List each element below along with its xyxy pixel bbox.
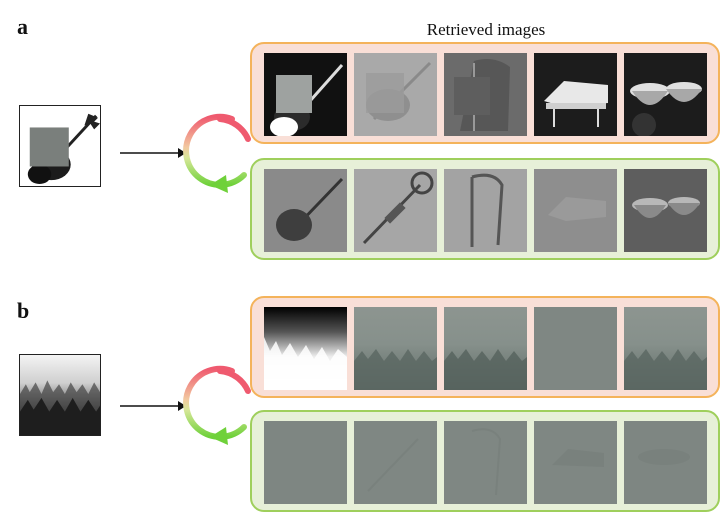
query-image-violin	[19, 105, 101, 187]
row-b-top	[250, 296, 720, 398]
thumb-gray-1	[264, 421, 347, 504]
thumb-blank-gray	[534, 307, 617, 390]
retrieved-images-header: Retrieved images	[426, 20, 546, 39]
thumb-forest-inverted	[264, 307, 347, 390]
thumb-forest-faded-3	[624, 307, 707, 390]
thumb-piano-dark	[534, 53, 617, 136]
thumb-timpani-gray	[624, 169, 707, 252]
query-image-forest	[19, 354, 101, 436]
cycle-icon-b	[183, 365, 251, 445]
cycle-icon-a	[183, 113, 251, 193]
panel-a-label: a	[17, 14, 28, 39]
arrow-b	[120, 401, 186, 411]
thumb-trumpet-gray	[354, 169, 437, 252]
row-b-bottom	[250, 410, 720, 512]
thumb-gray-4	[534, 421, 617, 504]
thumb-violin-faded	[354, 53, 437, 136]
thumb-violin-dark	[264, 53, 347, 136]
thumb-forest-faded-1	[354, 307, 437, 390]
thumb-piano-faint	[534, 169, 617, 252]
thumb-timpani-dark	[624, 53, 707, 136]
thumb-gray-3	[444, 421, 527, 504]
thumb-violin-gray	[264, 169, 347, 252]
thumb-harp-gray	[444, 169, 527, 252]
thumb-harp-dark	[444, 53, 527, 136]
row-a-bottom	[250, 158, 720, 260]
thumb-gray-5	[624, 421, 707, 504]
arrow-a	[120, 148, 186, 158]
thumb-gray-2	[354, 421, 437, 504]
row-a-top	[250, 42, 720, 144]
panel-b-label: b	[17, 298, 30, 323]
thumb-forest-faded-2	[444, 307, 527, 390]
